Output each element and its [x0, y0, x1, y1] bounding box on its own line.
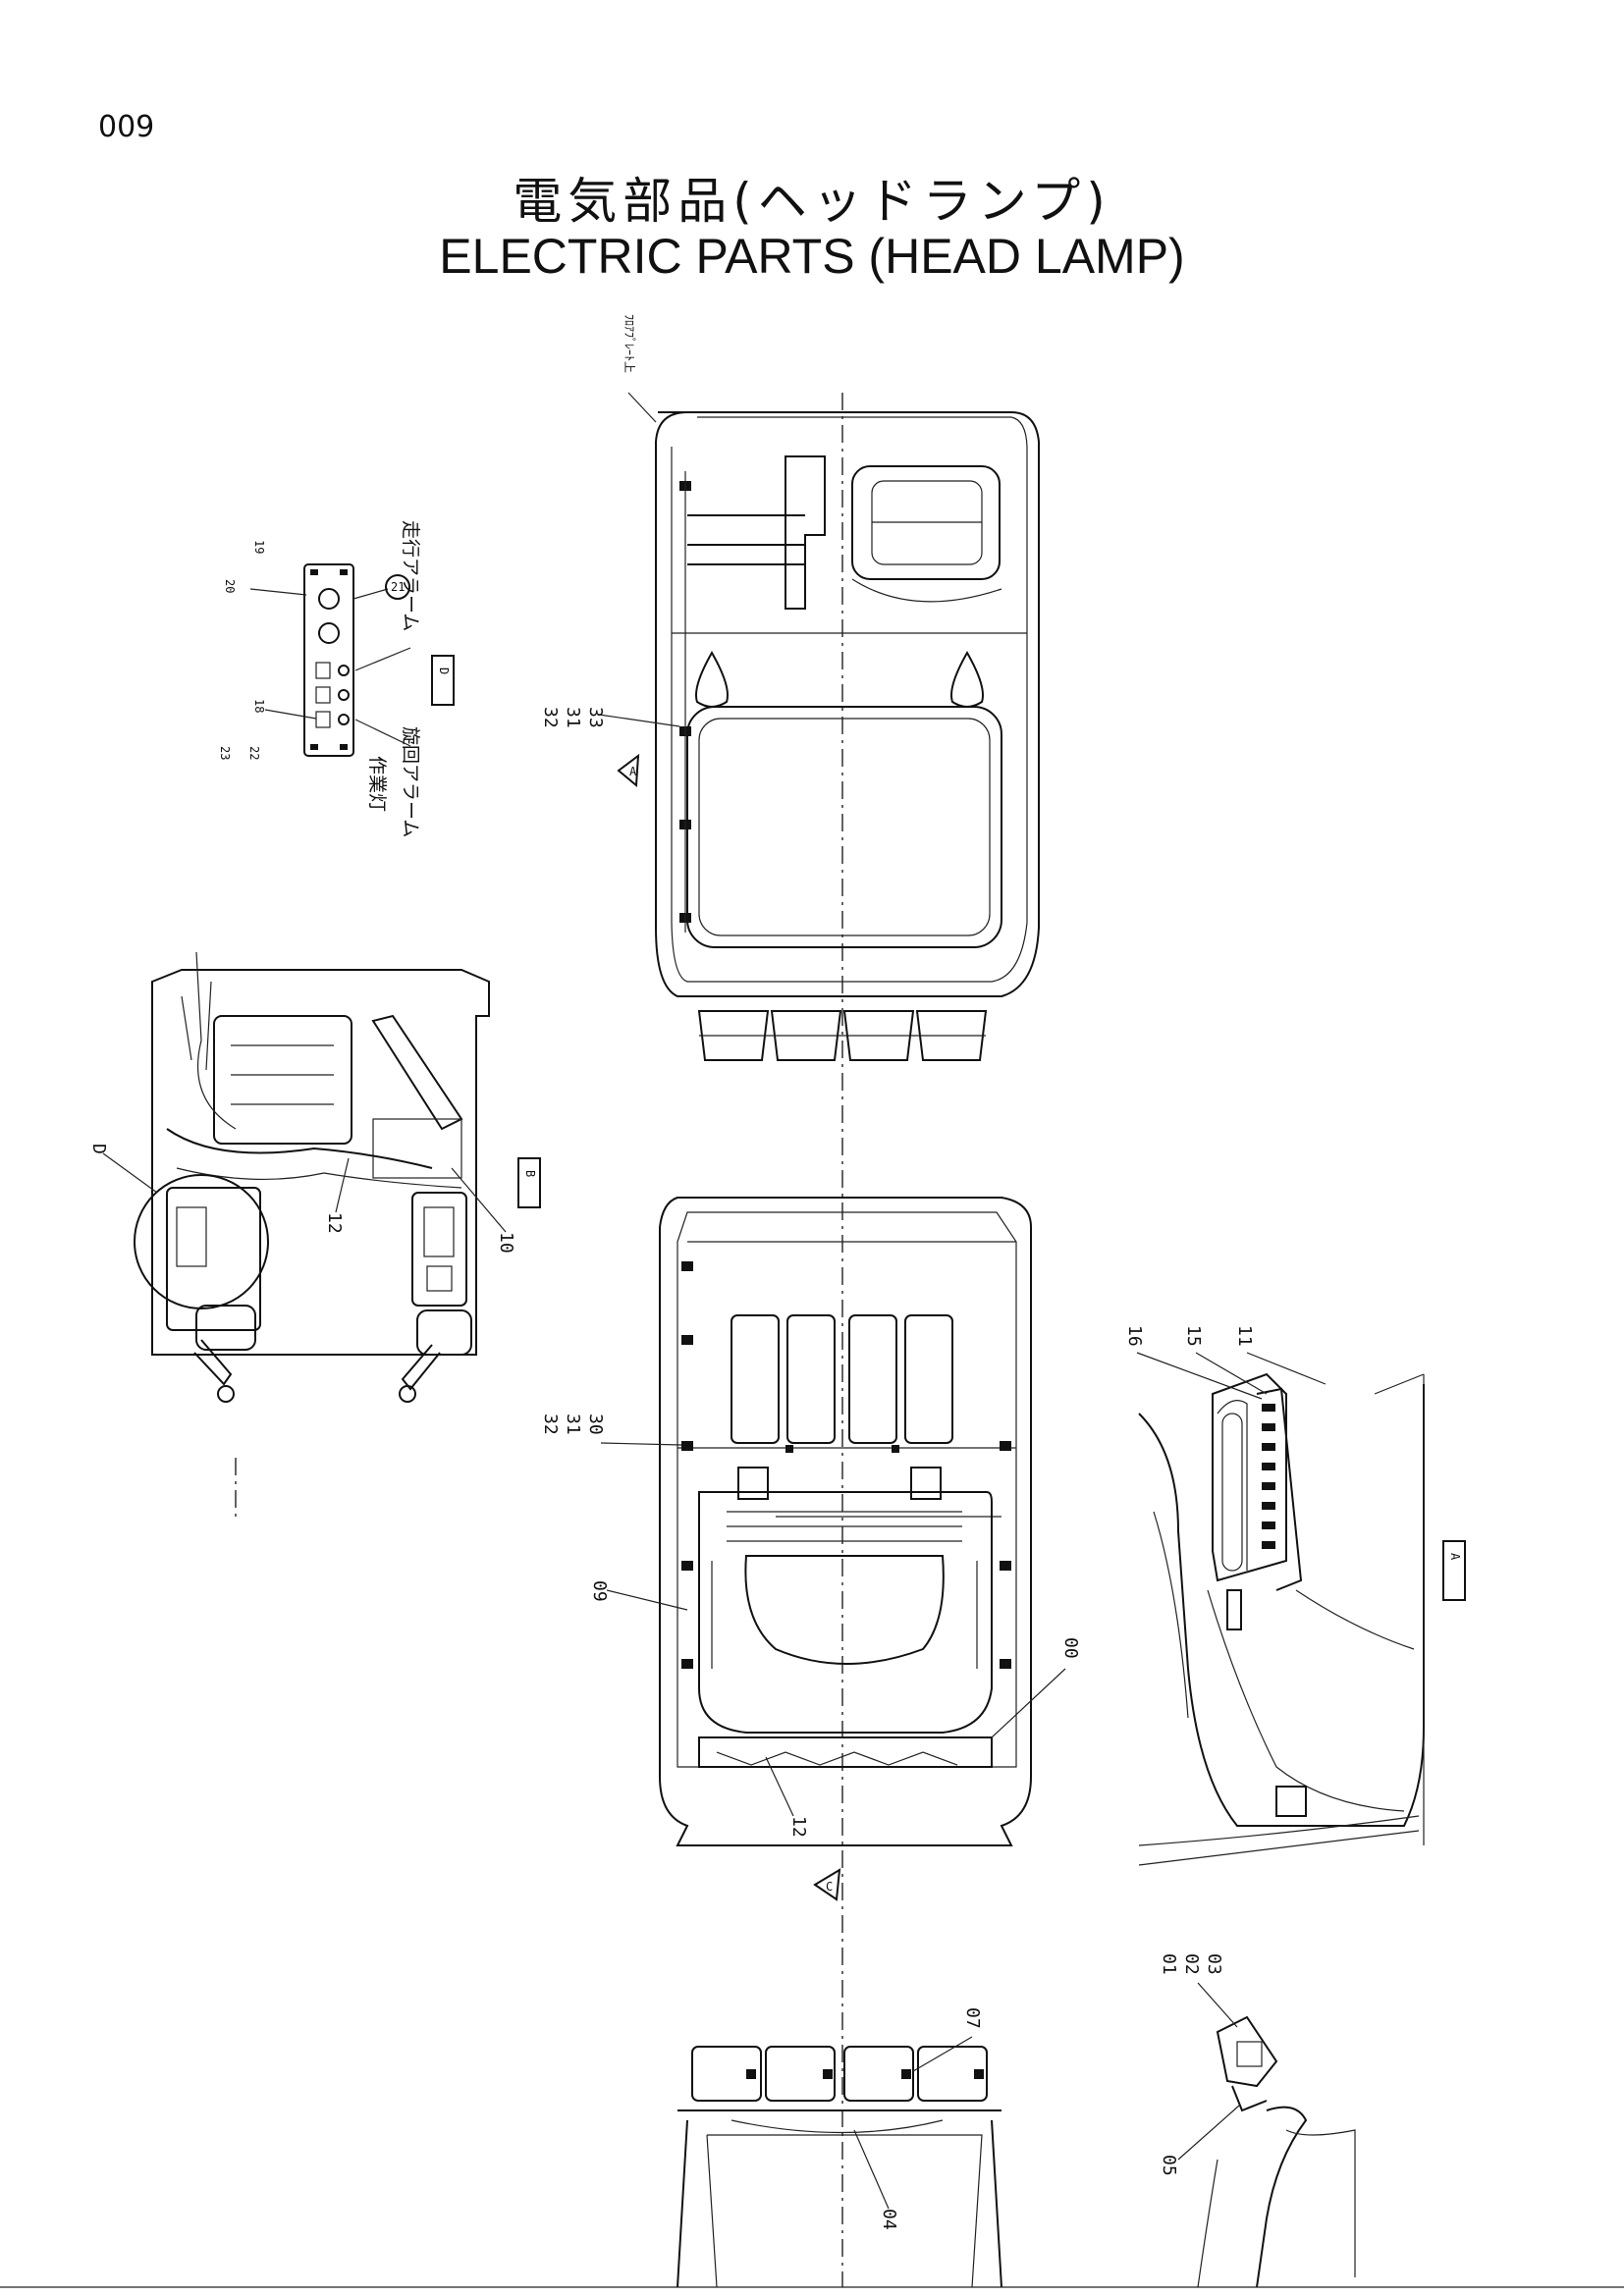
switch-panel-detail: 21 [249, 563, 411, 757]
switch-num-23: 23 [218, 746, 232, 760]
title-english: ELECTRIC PARTS (HEAD LAMP) [439, 229, 1185, 284]
view-tag-d: D [431, 655, 455, 706]
callout-32-top: 32 [540, 707, 561, 728]
front-lamp-view [677, 2046, 1002, 2288]
callout-30-mid: 30 [585, 1414, 606, 1435]
callout-15: 15 [1183, 1325, 1204, 1347]
view-tag-a: A [1442, 1540, 1466, 1601]
side-note-floor-plate: ﾌﾛｱﾌﾟﾚｰﾄ上 [623, 314, 636, 373]
callout-32-mid: 32 [540, 1414, 561, 1435]
callout-16: 16 [1124, 1325, 1145, 1347]
callout-11: 11 [1234, 1325, 1255, 1347]
switch-num-19: 19 [252, 540, 266, 554]
svg-text:B: B [523, 1170, 537, 1177]
side-view-a [1138, 1372, 1425, 1866]
callout-07: 07 [962, 2007, 983, 2029]
title-japanese: 電気部品(ヘッドランプ) [513, 173, 1111, 230]
svg-text:C: C [826, 1880, 833, 1894]
switch-num-20: 20 [223, 579, 237, 593]
switch-num-22: 22 [247, 746, 261, 760]
view-arrow-mid: C [813, 1868, 841, 1901]
side-lamp-view [1197, 2015, 1356, 2288]
callout-12-left: 12 [324, 1212, 345, 1234]
page-number: 009 [98, 110, 155, 144]
callout-31-top: 31 [563, 707, 583, 728]
callout-05: 05 [1159, 2155, 1179, 2176]
label-work-light: 作業灯 [366, 756, 388, 812]
switch-num-18: 18 [252, 699, 266, 713]
callout-01: 01 [1159, 1953, 1179, 1975]
callout-31-mid: 31 [563, 1414, 583, 1435]
callout-00: 00 [1060, 1637, 1081, 1659]
console-top-view [134, 951, 490, 1403]
label-travel-alarm: 走行アラーム [400, 520, 421, 631]
svg-text:D: D [437, 667, 451, 674]
callout-04: 04 [879, 2209, 899, 2230]
view-tag-b: B [517, 1157, 541, 1208]
fuse-row [1262, 1404, 1275, 1549]
callout-10: 10 [496, 1232, 516, 1254]
lamp-row-top [697, 1010, 988, 1061]
callout-02: 02 [1181, 1953, 1202, 1975]
callout-03: 03 [1204, 1953, 1224, 1975]
view-arrow-top: A [617, 753, 640, 788]
cab-floor-view [659, 1197, 1032, 1846]
switch-circled-21: 21 [391, 580, 405, 594]
svg-text:A: A [629, 765, 637, 778]
callout-09: 09 [589, 1580, 610, 1602]
label-swing-alarm: 旋回アラーム [400, 726, 421, 837]
callout-12-mid: 12 [788, 1816, 809, 1838]
callout-33-top: 33 [585, 707, 606, 728]
callout-d-left: D [88, 1144, 109, 1154]
cab-top-view [655, 411, 1040, 1061]
svg-text:A: A [1448, 1553, 1462, 1561]
